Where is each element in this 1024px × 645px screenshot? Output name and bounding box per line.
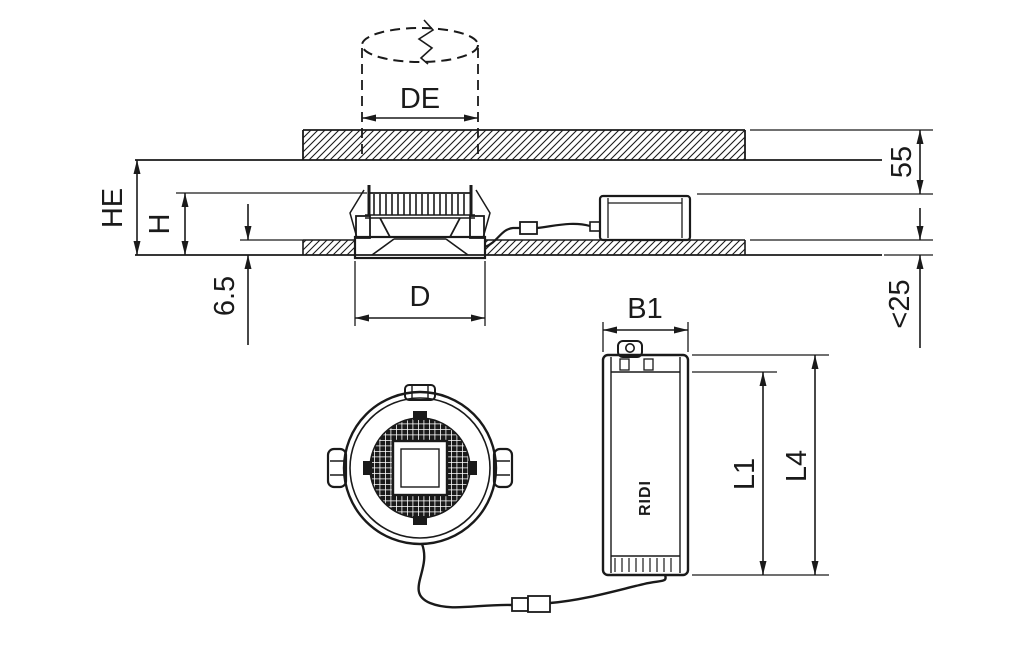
bottom-view-cable [417,543,667,613]
label-B1: B1 [627,293,662,325]
top-mounting-tab [404,384,436,401]
label-L1: L1 [729,458,761,490]
spring-clip-left [349,189,365,239]
dimension-max-thickness-25: <25 [750,208,933,348]
dimension-trim-6-5: 6.5 [209,204,303,345]
label-D: D [410,281,431,313]
dimension-driver-length-L1: L1 [692,371,777,575]
label-DE: DE [400,83,440,115]
label-L4: L4 [781,450,813,482]
dimension-driver-width-B1: B1 [602,293,689,352]
heatsink-fins [373,194,465,215]
section-cable [484,221,591,249]
luminaire-bottom-view [326,384,514,546]
break-line-zigzag [417,19,435,65]
ceiling-panel-section [302,239,746,255]
driver-terminal [589,221,601,232]
driver-terminal-block [614,558,672,572]
dimension-diameter-D: D [354,261,486,326]
label-6-5: 6.5 [209,276,241,316]
trim-bezel [353,235,487,260]
dimension-height-H: H [144,192,367,255]
label-less-25: <25 [884,279,916,328]
side-clip-left [326,447,348,489]
driver-mounting-tab [617,340,643,358]
cable-socket [527,595,551,613]
label-55: 55 [886,146,918,178]
dimension-clearance-55: 55 [697,129,933,195]
brand-logo: RIDI [637,480,654,516]
clip-bracket-right [469,215,485,239]
dimension-driver-length-L4: L4 [692,354,829,576]
driver-section-view [589,194,692,242]
ceiling-slab-section [302,129,746,160]
dimension-recess-HE: HE [97,160,141,255]
luminaire-section-view [349,185,491,260]
side-clip-right [492,447,514,489]
cable-connector [519,221,538,235]
led-module [391,439,449,497]
reflector-cone [371,238,469,256]
ceiling-cutout-cylinder [361,19,479,160]
driver-front-view: RIDI [601,340,690,577]
clip-bracket-left [355,215,371,239]
fin-anchors [363,411,477,525]
spring-clip-right [475,189,491,239]
label-HE: HE [97,188,129,228]
label-H: H [144,214,176,235]
cable-plug [511,597,529,612]
dimension-cutout-DE: DE [362,83,478,122]
driver-tab-hole [624,342,635,353]
